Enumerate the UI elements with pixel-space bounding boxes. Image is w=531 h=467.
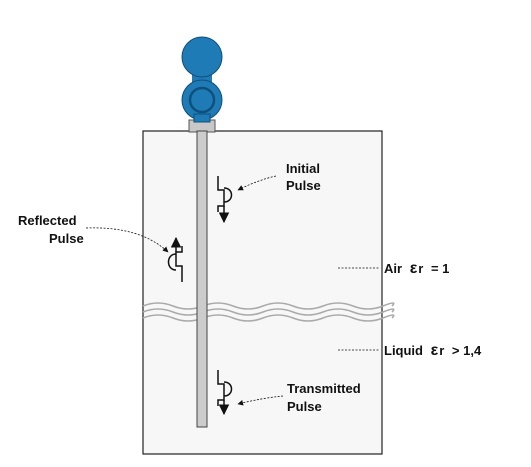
air-epsilon-subscript: r [418,261,423,276]
leader-arrow-icon [237,395,284,406]
pulse-down-icon [217,176,233,224]
pulse-up-icon [167,236,183,282]
liquid-relation: > 1,4 [452,343,482,358]
reflected-pulse-label-line1: Reflected [18,213,77,228]
leader-arrow-icon [237,175,277,191]
liquid-surface [142,302,395,322]
air-name: Air [384,261,402,276]
transmitted-pulse-label-line2: Pulse [287,399,322,414]
air-relation: = 1 [431,261,449,276]
reflected-pulse-label-line2: Pulse [49,231,84,246]
pulse-down-icon [217,370,233,416]
initial-pulse-label-line1: Initial [286,161,320,176]
liquid-label: Liquid εr > 1,4 [384,342,482,359]
liquid-epsilon-subscript: r [439,343,444,358]
tank [142,130,383,455]
air-label: Air εr = 1 [384,260,449,277]
air-epsilon: ε [410,260,418,277]
initial-pulse-label-line2: Pulse [286,178,321,193]
probe-rod [196,130,208,428]
liquid-name: Liquid [384,343,423,358]
liquid-epsilon: ε [431,342,439,359]
transmitter-head-icon [181,36,223,123]
transmitted-pulse-label-line1: Transmitted [287,381,361,396]
